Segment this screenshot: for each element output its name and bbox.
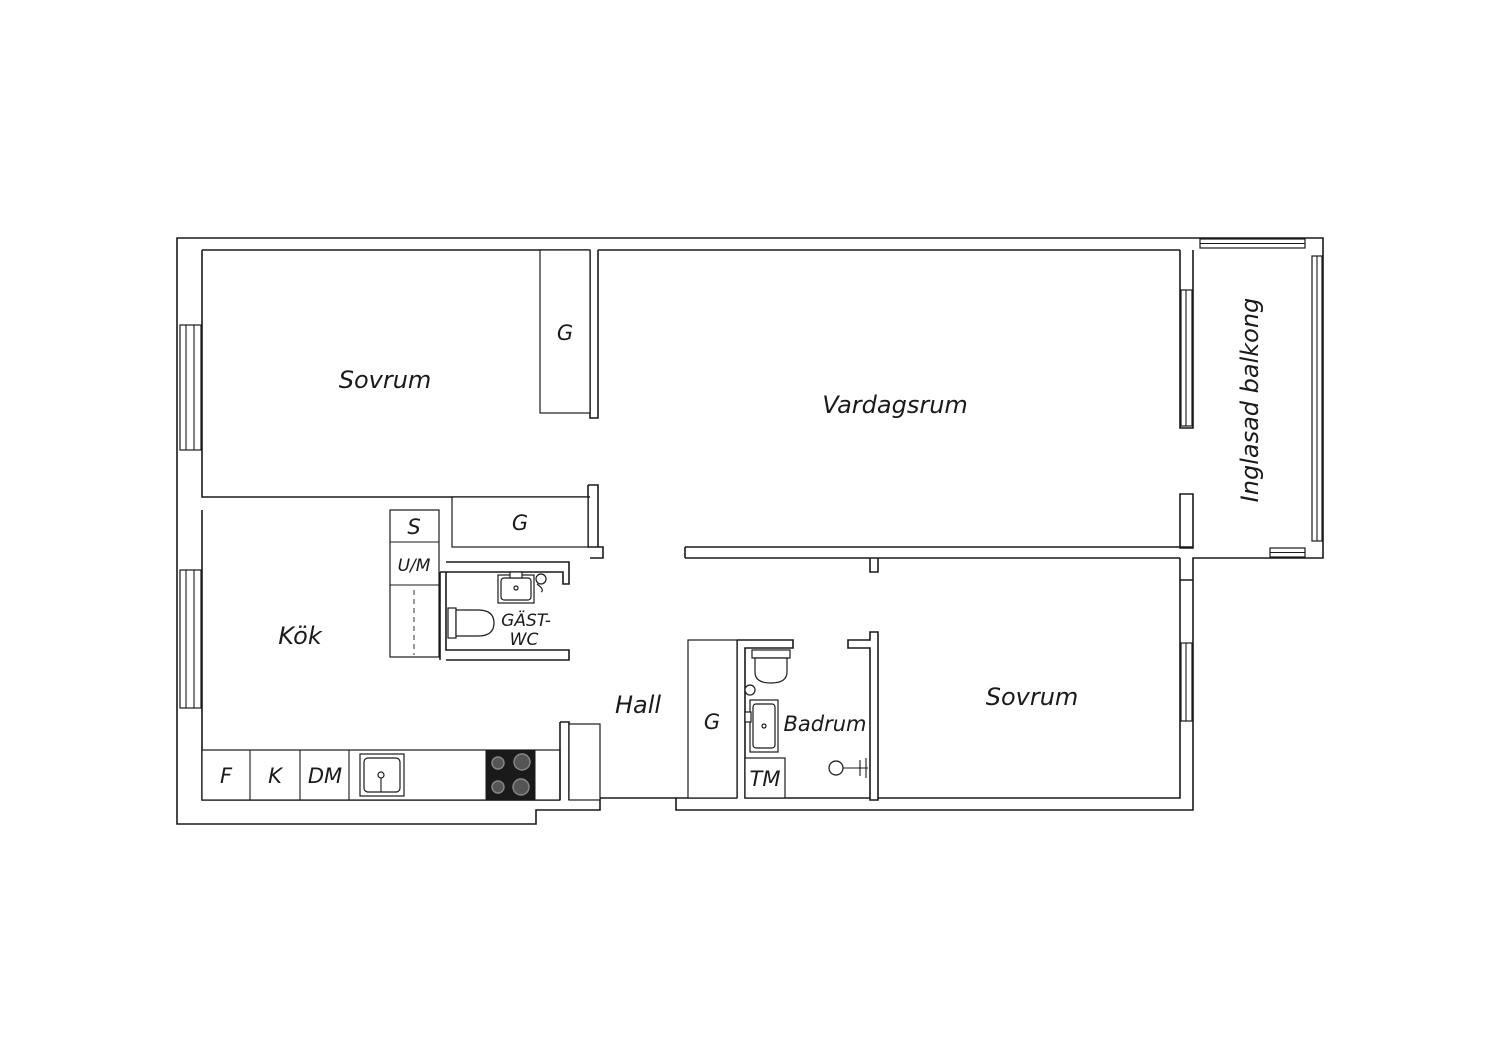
- room-label-badrum: Badrum: [783, 712, 866, 736]
- washer-label: TM: [750, 767, 781, 791]
- wardrobe-hall-top: [451, 496, 589, 548]
- room-label-vardagsrum: Vardagsrum: [822, 391, 968, 419]
- dishwasher-label: DM: [308, 764, 342, 788]
- room-label-kok: Kök: [278, 622, 323, 650]
- room-label-sovrum-top: Sovrum: [339, 366, 432, 394]
- room-hall: Hall: [559, 691, 661, 801]
- room-label-hall: Hall: [615, 691, 661, 719]
- um-label: U/M: [398, 556, 431, 576]
- room-balkong: Inglasad balkong: [1199, 238, 1323, 558]
- room-kok: S U/M F K DM Kök: [201, 509, 561, 801]
- bathroom-toilet-icon: [751, 649, 791, 684]
- shower-icon: [828, 758, 868, 778]
- room-sovrum-top: G Sovrum: [339, 249, 599, 419]
- stove-icon: [485, 749, 536, 801]
- wardrobe-hall-bottom: [687, 639, 738, 799]
- room-gast-wc: GÄST- WC: [439, 561, 570, 661]
- wardrobe-hall-top-label: G: [512, 511, 528, 535]
- guest-wc-tap-icon: [535, 573, 547, 593]
- bathroom-sink-icon: [744, 684, 779, 753]
- room-label-sovrum-bottom: Sovrum: [986, 683, 1079, 711]
- fridge-label: F: [220, 764, 233, 788]
- storage-s-label: S: [407, 515, 420, 539]
- freezer-label: K: [268, 764, 284, 788]
- room-badrum: TM Badrum: [737, 631, 879, 801]
- guest-wc-label-line2: WC: [510, 630, 539, 650]
- hall-storage-bottom: G: [676, 639, 738, 799]
- room-sovrum-bottom: Sovrum: [878, 580, 1193, 799]
- guest-wc-sink-icon: [497, 571, 535, 604]
- kitchen-sink-icon: [359, 753, 405, 797]
- room-vardagsrum: Vardagsrum: [684, 250, 1194, 581]
- hall-storage-top: G: [451, 484, 604, 559]
- guest-wc-toilet-icon: [447, 607, 495, 639]
- wardrobe-bedroom-label: G: [557, 321, 573, 345]
- wardrobe-hall-bottom-label: G: [704, 710, 720, 734]
- wardrobe-bedroom: [539, 249, 591, 414]
- guest-wc-label-line1: GÄST-: [501, 610, 551, 631]
- room-label-balkong: Inglasad balkong: [1236, 298, 1264, 503]
